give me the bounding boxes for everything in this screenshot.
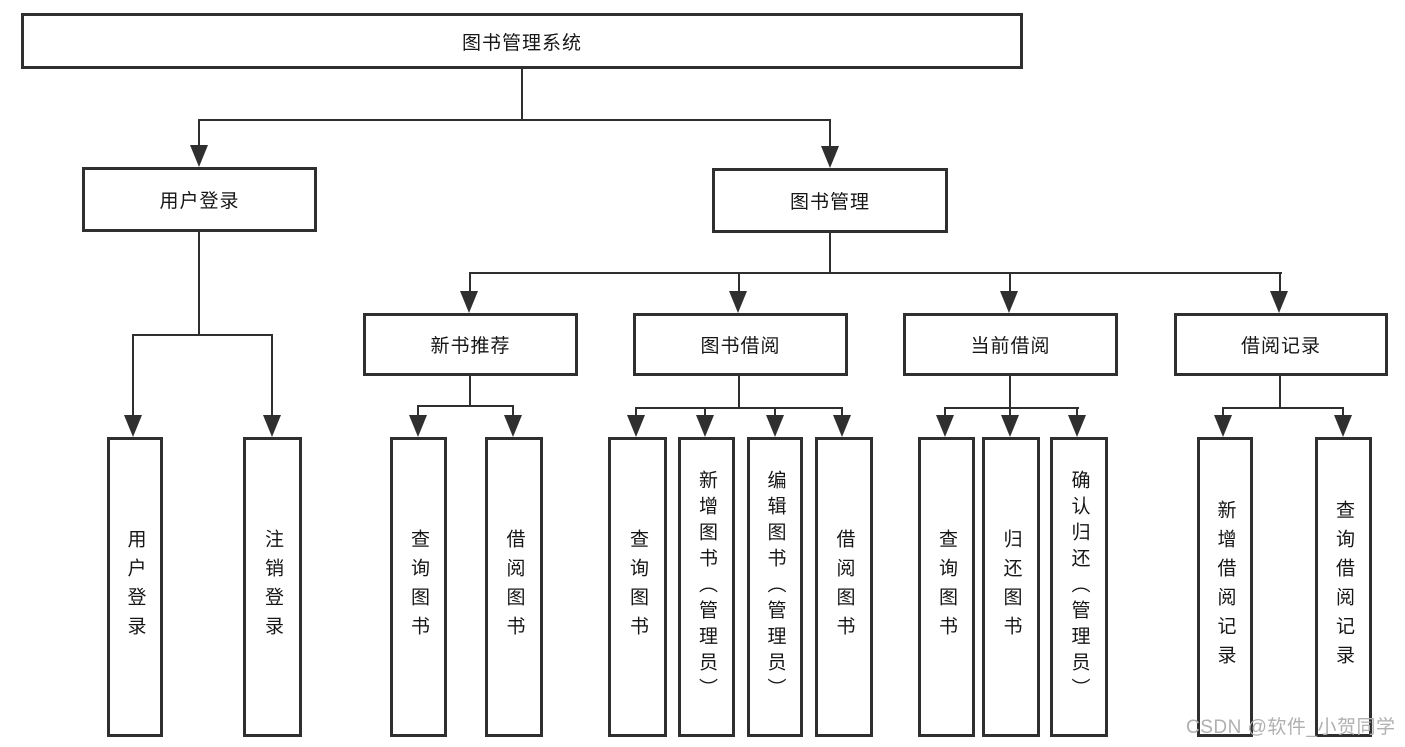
arrow-down-icon: [766, 415, 784, 437]
connector-line: [1222, 407, 1224, 417]
watermark: CSDN @软件_小贺同学: [1186, 717, 1396, 738]
node-book-borrow-label: 图书借阅: [700, 336, 781, 357]
connector-line: [944, 407, 946, 417]
node-book-management: 图书管理: [712, 168, 948, 233]
leaf-edit-book-admin-label: 编辑图书（管理员）: [764, 470, 786, 704]
leaf-return-book: 归还图书: [982, 437, 1040, 737]
arrow-down-icon: [821, 146, 839, 168]
connector-line: [841, 407, 843, 417]
leaf-user-login-label: 用户登录: [124, 529, 146, 645]
connector-line: [738, 272, 740, 293]
node-new-book-recommend: 新书推荐: [363, 313, 578, 376]
arrow-down-icon: [409, 415, 427, 437]
node-user-login-label: 用户登录: [159, 191, 240, 212]
connector-line: [469, 272, 471, 293]
arrow-down-icon: [1270, 291, 1288, 313]
connector-line: [198, 119, 831, 121]
leaf-query-borrow-record-label: 查询借阅记录: [1333, 500, 1354, 674]
node-root-label: 图书管理系统: [461, 32, 582, 54]
node-new-book-recommend-label: 新书推荐: [430, 336, 511, 357]
leaf-logout-label: 注销登录: [262, 529, 283, 645]
leaf-logout: 注销登录: [243, 437, 302, 737]
connector-line: [829, 233, 831, 274]
connector-line: [635, 407, 843, 409]
arrow-down-icon: [833, 415, 851, 437]
arrow-down-icon: [627, 415, 645, 437]
connector-line: [944, 407, 1079, 409]
leaf-add-borrow-record-label: 新增借阅记录: [1214, 500, 1236, 674]
leaf-query-borrow-record: 查询借阅记录: [1315, 437, 1372, 737]
leaf-confirm-return-admin-label: 确认归还（管理员）: [1068, 470, 1090, 704]
connector-line: [1009, 407, 1011, 417]
arrow-down-icon: [1001, 415, 1019, 437]
leaf-query-book-3: 查询图书: [918, 437, 975, 737]
connector-line: [1279, 272, 1281, 293]
connector-line: [1222, 407, 1344, 409]
arrow-down-icon: [696, 415, 714, 437]
arrow-down-icon: [1068, 415, 1086, 437]
leaf-add-book-admin-label: 新增图书（管理员）: [696, 470, 717, 704]
connector-line: [1342, 407, 1344, 417]
connector-line: [829, 119, 831, 147]
node-borrow-records-label: 借阅记录: [1240, 336, 1321, 357]
leaf-query-book-1-label: 查询图书: [408, 529, 429, 645]
leaf-return-book-label: 归还图书: [1000, 529, 1022, 645]
leaf-borrow-book-2: 借阅图书: [815, 437, 873, 737]
connector-line: [512, 405, 514, 417]
connector-line: [521, 69, 523, 121]
arrow-down-icon: [263, 415, 281, 437]
node-book-management-label: 图书管理: [789, 192, 870, 213]
arrow-down-icon: [504, 415, 522, 437]
leaf-borrow-book-2-label: 借阅图书: [833, 529, 855, 645]
node-current-borrow: 当前借阅: [903, 313, 1118, 376]
leaf-edit-book-admin: 编辑图书（管理员）: [747, 437, 803, 737]
connector-line: [469, 376, 471, 407]
connector-line: [1009, 272, 1011, 293]
leaf-query-book-3-label: 查询图书: [936, 529, 957, 645]
leaf-borrow-book-1-label: 借阅图书: [503, 529, 525, 645]
connector-line: [198, 119, 200, 147]
arrow-down-icon: [1214, 415, 1232, 437]
connector-line: [132, 334, 273, 336]
connector-line: [417, 405, 514, 407]
node-root: 图书管理系统: [21, 13, 1023, 69]
connector-line: [1076, 407, 1078, 417]
leaf-query-book-2-label: 查询图书: [627, 529, 648, 645]
arrow-down-icon: [460, 291, 478, 313]
leaf-query-book-1: 查询图书: [390, 437, 447, 737]
arrow-down-icon: [729, 291, 747, 313]
arrow-down-icon: [1000, 291, 1018, 313]
connector-line: [635, 407, 637, 417]
leaf-confirm-return-admin: 确认归还（管理员）: [1050, 437, 1108, 737]
connector-line: [738, 376, 740, 409]
leaf-add-book-admin: 新增图书（管理员）: [678, 437, 735, 737]
leaf-add-borrow-record: 新增借阅记录: [1197, 437, 1253, 737]
arrow-down-icon: [124, 415, 142, 437]
connector-line: [198, 232, 200, 336]
connector-line: [704, 407, 706, 417]
node-user-login: 用户登录: [82, 167, 317, 232]
connector-line: [774, 407, 776, 417]
arrow-down-icon: [1334, 415, 1352, 437]
arrow-down-icon: [936, 415, 954, 437]
connector-line: [271, 334, 273, 417]
arrow-down-icon: [190, 145, 208, 167]
connector-line: [469, 272, 1282, 274]
leaf-borrow-book-1: 借阅图书: [485, 437, 543, 737]
connector-line: [417, 405, 419, 417]
leaf-user-login: 用户登录: [107, 437, 163, 737]
connector-line: [1279, 376, 1281, 409]
node-book-borrow: 图书借阅: [633, 313, 848, 376]
leaf-query-book-2: 查询图书: [608, 437, 667, 737]
node-borrow-records: 借阅记录: [1174, 313, 1388, 376]
connector-line: [132, 334, 134, 417]
node-current-borrow-label: 当前借阅: [970, 336, 1051, 357]
connector-line: [1009, 376, 1011, 409]
